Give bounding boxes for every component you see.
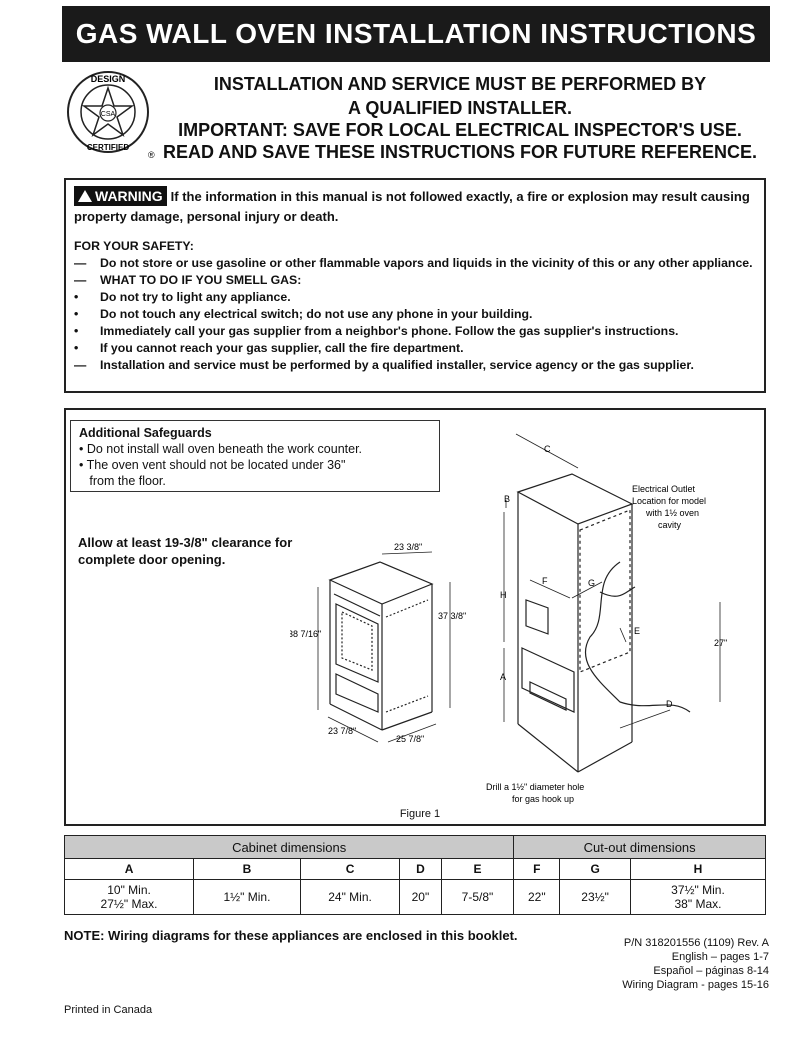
oven-dim-bottom-left: 23 7/8" bbox=[328, 726, 356, 736]
cabinet-drawing bbox=[516, 473, 691, 773]
list-item: •Do not touch any electrical switch; do … bbox=[74, 307, 533, 321]
spanish-pages: Español – páginas 8-14 bbox=[653, 965, 769, 977]
wiring-note: NOTE: Wiring diagrams for these applianc… bbox=[64, 928, 518, 943]
table-group-row: Cabinet dimensions Cut-out dimensions bbox=[63, 835, 766, 859]
oven-dimension-lines bbox=[317, 551, 451, 743]
part-info: P/N 318201556 (1109) Rev. A English – pa… bbox=[540, 936, 769, 992]
design-certified-seal: CSA DESIGN CERTIFIED ® bbox=[67, 71, 155, 160]
cell-G: 23½" bbox=[559, 879, 631, 915]
cabinet-dimension-lines bbox=[503, 433, 721, 729]
col-A: A bbox=[63, 858, 195, 880]
cell-A: 10" Min.27½" Max. bbox=[63, 879, 195, 915]
warning-text: If the information in this manual is not… bbox=[74, 189, 750, 224]
cell-B: 1½" Min. bbox=[193, 879, 301, 915]
page-title: GAS WALL OVEN INSTALLATION INSTRUCTIONS bbox=[62, 6, 770, 62]
col-F: F bbox=[513, 858, 561, 880]
safeguard-item: • Do not install wall oven beneath the w… bbox=[79, 442, 363, 456]
col-C: C bbox=[299, 858, 401, 880]
warning-badge: WARNING bbox=[74, 186, 167, 206]
list-item: —WHAT TO DO IF YOU SMELL GAS: bbox=[74, 273, 302, 287]
label-27: 27" bbox=[714, 638, 727, 648]
seal-center: CSA bbox=[101, 111, 116, 118]
seal-top-text: DESIGN bbox=[91, 74, 126, 84]
cell-D: 20" bbox=[399, 879, 442, 915]
header-line-3: IMPORTANT: SAVE FOR LOCAL ELECTRICAL INS… bbox=[178, 120, 742, 140]
label-D: D bbox=[666, 699, 673, 709]
seal-bottom-text: CERTIFIED bbox=[87, 143, 129, 152]
safeguard-item: from the floor. bbox=[79, 474, 166, 488]
outlet-note-line: Electrical Outlet bbox=[632, 484, 696, 494]
list-item: —Do not store or use gasoline or other f… bbox=[74, 256, 753, 270]
label-C: C bbox=[544, 444, 551, 454]
oven-dim-bottom-right: 25 7/8" bbox=[396, 734, 424, 744]
safeguard-item: • The oven vent should not be located un… bbox=[79, 458, 346, 472]
list-item: —Installation and service must be perfor… bbox=[74, 358, 694, 372]
oven-drawing bbox=[328, 561, 434, 731]
installation-diagram: 23 3/8" 38 7/16" 37 3/8" 23 7/8" 25 7/8"… bbox=[290, 433, 727, 804]
header-line-2: A QUALIFIED INSTALLER. bbox=[348, 98, 572, 118]
additional-safeguards-box: Additional Safeguards • Do not install w… bbox=[70, 420, 440, 492]
figure-caption: Figure 1 bbox=[399, 808, 441, 820]
part-number: P/N 318201556 (1109) Rev. A bbox=[623, 937, 769, 949]
label-A: A bbox=[500, 672, 506, 682]
figure-box bbox=[64, 408, 766, 826]
cell-C: 24" Min. bbox=[299, 879, 401, 915]
dimensions-table: Cabinet dimensions Cut-out dimensions A … bbox=[63, 835, 767, 915]
outlet-note-line: with 1½ oven bbox=[645, 508, 699, 518]
col-B: B bbox=[193, 858, 301, 880]
cell-F: 22" bbox=[513, 879, 561, 915]
cell-E: 7-5/8" bbox=[440, 879, 515, 915]
cell-H: 37½" Min.38" Max. bbox=[629, 879, 767, 915]
drill-note-line: for gas hook up bbox=[512, 794, 574, 804]
table-row: 10" Min.27½" Max. 1½" Min. 24" Min. 20" … bbox=[63, 879, 767, 915]
outlet-note-line: Location for model bbox=[632, 496, 706, 506]
header-line-4: READ AND SAVE THESE INSTRUCTIONS FOR FUT… bbox=[162, 142, 758, 162]
list-item: •Do not try to light any appliance. bbox=[74, 290, 291, 304]
oven-dim-height-right: 37 3/8" bbox=[438, 611, 466, 621]
col-D: D bbox=[399, 858, 442, 880]
list-item: •If you cannot reach your gas supplier, … bbox=[74, 341, 464, 355]
group-cutout-dimensions: Cut-out dimensions bbox=[513, 835, 766, 859]
outlet-note-line: cavity bbox=[658, 520, 682, 530]
col-E: E bbox=[440, 858, 515, 880]
warning-triangle-icon bbox=[78, 190, 92, 202]
label-E: E bbox=[634, 626, 640, 636]
table-header-row: A B C D E F G H bbox=[63, 858, 767, 880]
group-cabinet-dimensions: Cabinet dimensions bbox=[63, 835, 515, 859]
col-G: G bbox=[559, 858, 631, 880]
label-G: G bbox=[588, 578, 595, 588]
wiring-pages: Wiring Diagram - pages 15-16 bbox=[622, 979, 769, 991]
oven-dim-top: 23 3/8" bbox=[394, 542, 422, 552]
oven-dim-height-left: 38 7/16" bbox=[290, 629, 321, 639]
header-line-1: INSTALLATION AND SERVICE MUST BE PERFORM… bbox=[213, 74, 707, 94]
drill-note-line: Drill a 1½" diameter hole bbox=[486, 782, 584, 792]
list-item: •Immediately call your gas supplier from… bbox=[74, 324, 679, 338]
col-H: H bbox=[629, 858, 767, 880]
clearance-note: Allow at least 19-3/8" clearance for com… bbox=[78, 535, 293, 567]
label-F: F bbox=[542, 576, 548, 586]
english-pages: English – pages 1-7 bbox=[671, 951, 769, 963]
label-B: B bbox=[504, 494, 510, 504]
label-H: H bbox=[500, 590, 507, 600]
safety-list: FOR YOUR SAFETY: —Do not store or use ga… bbox=[74, 238, 758, 374]
safety-heading: FOR YOUR SAFETY: bbox=[74, 239, 194, 253]
registered-mark: ® bbox=[148, 150, 155, 160]
printed-in: Printed in Canada bbox=[64, 1004, 153, 1016]
safeguards-title: Additional Safeguards bbox=[79, 426, 212, 440]
